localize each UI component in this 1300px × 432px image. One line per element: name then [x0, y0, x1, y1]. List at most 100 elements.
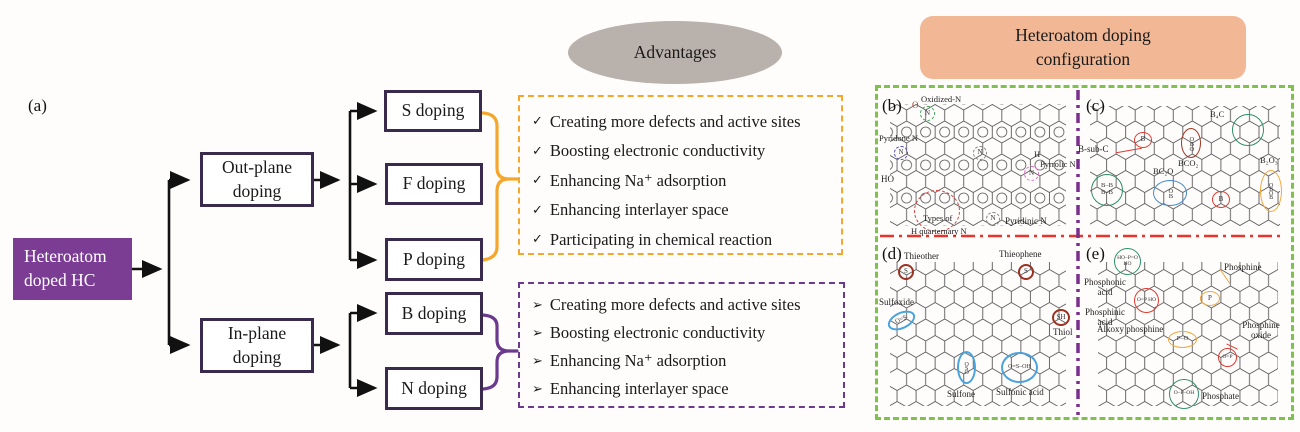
p-doping-box: P doping	[385, 238, 483, 281]
hexagonal-lattice-background	[880, 90, 1284, 415]
advantage-text: Enhancing interlayer space	[549, 379, 729, 398]
thiol-circle: SH	[1052, 309, 1070, 326]
phosphine-oxide-label: Phosphine oxide	[1242, 320, 1280, 341]
b-doping-box: B doping	[385, 292, 483, 335]
advantage-item: ➢Enhancing interlayer space	[532, 375, 843, 403]
doping-configuration-panel: (b) O Oxidized-N N Pyridone N N N H Pyrr…	[875, 85, 1294, 420]
check-icon: ✓	[532, 173, 543, 189]
configuration-title-text: Heteroatom doping configuration	[1015, 24, 1151, 69]
pyridinic-n-label: Pyridinic N	[1005, 216, 1047, 226]
phosphine-oxide-circle: O=P	[1218, 348, 1237, 367]
quarternary-n-circle	[914, 190, 960, 232]
opoh-atoms: O–P–OH	[1173, 390, 1195, 397]
advantage-text: Enhancing interlayer space	[549, 200, 729, 220]
pyrrolic-h: H	[1034, 149, 1041, 159]
out-plane-doping-box: Out-plane doping	[200, 152, 314, 207]
sulfonic-acid-label: Sulfonic acid	[996, 387, 1044, 397]
bco2-label: BCO₂	[1178, 158, 1199, 168]
panel-e-label: (e)	[1086, 244, 1105, 263]
osoh-atoms: O=S–OH	[1008, 364, 1031, 371]
advantage-text: Enhancing Na⁺ adsorption	[549, 170, 727, 190]
phosphate-circle: O–P–OH	[1169, 379, 1199, 409]
oxidized-n-circle: N	[920, 106, 935, 121]
b-sub-c-label: B-sub-C	[1078, 144, 1109, 154]
check-icon: ✓	[532, 114, 543, 130]
advantage-item: ➢ Boosting electronic conductivity	[532, 319, 843, 347]
phosphonic-acid-label: Phosphonic acid	[1083, 277, 1126, 298]
ho-group: HO	[881, 174, 894, 184]
sulfone-circle: OSO	[957, 351, 976, 384]
sulfoxide-label: Sulfoxide	[879, 297, 914, 307]
arrow-bullet-icon: ➢	[532, 297, 543, 313]
b2o3-label: B₂O₃	[1260, 155, 1278, 165]
n-atom: N	[924, 108, 931, 117]
sulfone-label: Sulfone	[947, 389, 975, 399]
types-of-label: Types of	[923, 213, 953, 223]
advantage-item: ✓ Enhancing Na⁺ adsorption	[532, 166, 841, 196]
thiol-label: Thiol	[1053, 327, 1073, 337]
alkoxy-phosphine-circle: P–O	[1168, 331, 1197, 348]
p-atom: P	[1208, 293, 1212, 302]
n-atom: N	[898, 148, 904, 157]
panel-d-label: (d)	[882, 244, 902, 263]
advantage-text: Enhancing Na⁺ adsorption	[549, 351, 727, 370]
n-atom: N	[977, 148, 983, 157]
panel-d-lattice	[890, 262, 1066, 406]
bco2-circle: OBO	[1181, 128, 1201, 158]
advantage-text: Boosting electronic conductivity	[549, 141, 766, 161]
configuration-title: Heteroatom doping configuration	[920, 16, 1246, 79]
s-doping-box: S doping	[384, 90, 482, 132]
root-box-heteroatom-doped-hc: Heteroatom doped HC	[13, 238, 132, 300]
n-atom: N	[1028, 168, 1035, 177]
b4c-pentagon-circle	[1232, 114, 1264, 146]
b-sub-c-circle: B	[1134, 132, 1152, 148]
obo-atoms: OBO	[1188, 135, 1196, 151]
advantage-item: ➢Enhancing Na⁺ adsorption	[532, 347, 843, 375]
out-plane-bracket	[481, 111, 519, 262]
s-atom: S	[904, 267, 908, 276]
oso-atoms: OSO	[963, 361, 970, 374]
phosphine-label: Phosphine	[1224, 262, 1262, 272]
graphitic-n-circle: N	[973, 146, 987, 160]
advantage-item: ✓Boosting electronic conductivity	[532, 137, 841, 167]
b-atom: B	[1140, 135, 1146, 144]
bc2o-label: BC₂O	[1153, 166, 1174, 176]
bc2o-circle: OB	[1153, 180, 1187, 206]
arrow-bullet-icon: ➢	[532, 325, 543, 341]
quarternary-n-label: H quarternary N	[911, 226, 967, 236]
advantage-text: Creating more defects and active sites	[549, 111, 801, 131]
pyridone-n-label: Pyridone N	[879, 133, 918, 143]
b-substitution-circle: B	[1212, 191, 1230, 208]
check-icon: ✓	[532, 202, 543, 218]
op-atoms: O=P	[1222, 353, 1233, 360]
f-doping-box: F doping	[385, 163, 483, 205]
in-plane-bracket	[481, 313, 519, 391]
sulfonic-acid-circle: O=S–OH	[1001, 352, 1038, 383]
bb-atoms: B–B B–B	[1101, 182, 1113, 196]
po-atoms: P–O	[1176, 335, 1189, 343]
in-plane-advantages-box: ➢Creating more defects and active sites …	[518, 282, 845, 408]
hopo-atoms: HO–P=O HO	[1117, 254, 1138, 267]
panel-b-label: (b)	[882, 96, 902, 115]
s-atom: S	[1024, 267, 1028, 276]
advantage-item: ➢Creating more defects and active sites	[532, 291, 843, 319]
oxidized-n-label: Oxidized-N	[921, 94, 962, 104]
n-doping-box: N doping	[385, 367, 483, 410]
pyrrolic-n-circle: N	[1024, 166, 1039, 181]
sh-atoms: SH	[1056, 312, 1066, 321]
b2o3-circle: OBOB	[1260, 170, 1282, 212]
pyridinic-n-circle: N	[986, 212, 1000, 226]
panel-c-label: (c)	[1086, 96, 1105, 115]
check-icon: ✓	[532, 232, 543, 248]
phosphate-label: Phosphate	[1202, 391, 1239, 401]
os-atoms: O=S	[894, 313, 909, 326]
phosphine-circle: P	[1200, 291, 1220, 306]
opho-atoms: O=P HO	[1136, 296, 1157, 303]
advantages-title-ellipse: Advantages	[568, 21, 782, 84]
out-plane-advantages-box: ✓Creating more defects and active sites …	[518, 95, 843, 255]
thieophene-circle: S	[1018, 264, 1034, 280]
b-atom: B	[1218, 194, 1224, 203]
advantage-item: ✓ Enhancing interlayer space	[532, 196, 841, 226]
advantage-text: Boosting electronic conductivity	[549, 323, 766, 342]
